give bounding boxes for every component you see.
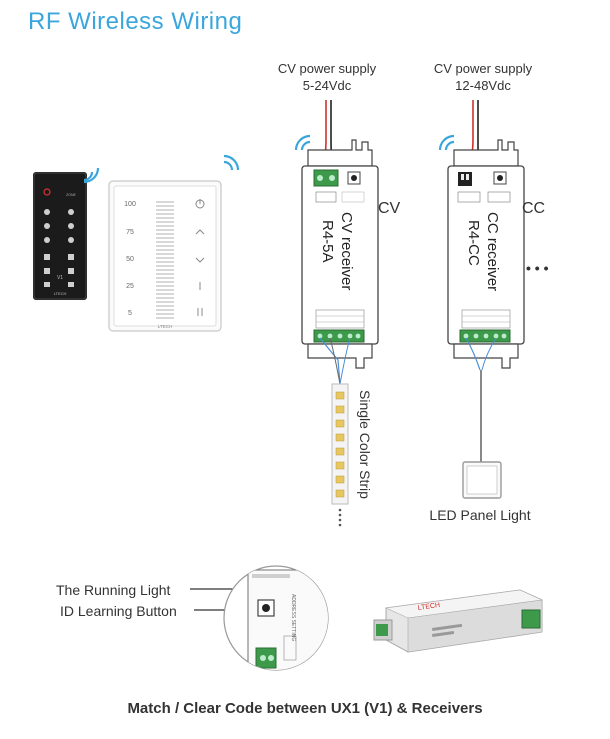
cv-receiver-assembly: CV receiver R4-5A [301,100,379,527]
wireless-signal-icon [294,134,311,151]
page-title: RF Wireless Wiring [28,8,243,35]
cc-receiver-assembly: CC receiver R4-CC [447,100,525,499]
receiver-device-photo: LTECH [373,589,544,653]
cv-load-text: Single Color Strip [357,390,373,499]
cv-power-supply-label: CV power supply 5-24Vdc [262,60,392,94]
bottom-caption: Match / Clear Code between UX1 (V1) & Re… [127,700,483,717]
cv-supply-line1: CV power supply [277,61,377,76]
wall-touch-panel: 100 75 50 25 5 LTECH [108,180,222,332]
id-learning-button-label: ID Learning Button [60,603,177,619]
cc-receiver-name: CC receiver [484,212,501,291]
remote-brand: LTECH [54,291,67,296]
cv-supply-line2: 5-24Vdc [302,78,352,93]
wireless-signal-icon [438,134,455,151]
cc-power-supply-label: CV power supply 12-48Vdc [418,60,548,94]
running-light-label: The Running Light [56,582,171,598]
cv-load-label: Single Color Strip [357,390,373,499]
remote-controller: LTECH V1 ZONE [33,172,87,300]
remote-zone-label: ZONE [66,193,76,197]
cc-supply-line2: 12-48Vdc [455,78,511,93]
remote-model: V1 [57,275,63,281]
device-brand: LTECH [417,602,440,612]
cv-receiver-model: R4-5A [319,220,336,263]
cc-mode-label: CC [522,200,546,217]
scale-label: 75 [126,229,134,236]
cc-load-label: LED Panel Light [429,507,531,523]
scale-label: 50 [126,256,134,263]
cv-mode-label: CV [378,200,401,217]
more-receivers-ellipsis: • • • [526,260,549,276]
panel-brand: LTECH [158,324,172,329]
cv-receiver-name: CV receiver [338,212,355,290]
scale-label: 5 [128,310,132,317]
scale-label: 25 [126,283,134,290]
wireless-signal-icon [223,154,240,171]
cc-receiver-model: R4-CC [465,220,482,266]
wireless-signal-icon [83,167,100,184]
scale-label: 100 [124,201,136,208]
address-setting-label: ADDRESS SETTING [290,594,296,641]
detail-callout: ADDRESS SETTING [190,565,329,671]
cc-supply-line1: CV power supply [433,61,533,76]
